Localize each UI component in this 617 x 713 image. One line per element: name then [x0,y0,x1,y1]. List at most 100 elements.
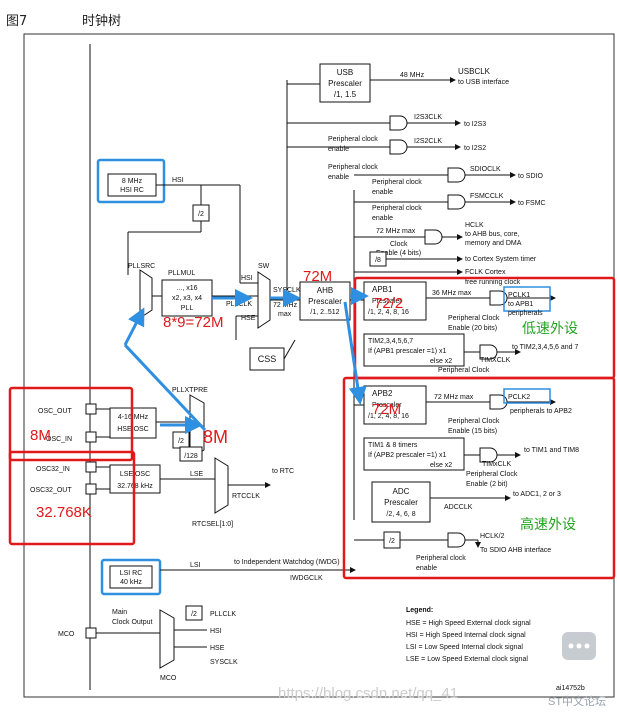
svg-text:LSE: LSE [190,471,204,478]
svg-text:APB2: APB2 [372,389,393,398]
annotation-32k: 32.768K [36,504,92,521]
svg-text:memory and DMA: memory and DMA [465,240,522,247]
svg-text:Peripheral clock: Peripheral clock [328,136,378,143]
svg-text:LSI = Low Speed Internal clock: LSI = Low Speed Internal clock signal [406,644,523,651]
lsi-highlight [100,558,162,596]
svg-text:/1, 2, 4, 8, 16: /1, 2, 4, 8, 16 [368,309,409,316]
svg-text:8 MHz: 8 MHz [122,178,143,185]
lse-red-box [8,450,136,546]
svg-text:/2: /2 [198,211,204,218]
svg-text:TIMxCLK: TIMxCLK [482,461,512,468]
svg-text:72 MHz max: 72 MHz max [376,228,416,235]
pclk2-label: PCLK2 [508,394,530,401]
svg-text:Prescaler: Prescaler [308,297,342,306]
svg-text:Prescaler: Prescaler [372,298,402,305]
svg-text:/128: /128 [184,453,198,460]
figure-ref: ai14752b [556,685,585,692]
svg-text:x2, x3, x4: x2, x3, x4 [172,295,202,302]
svg-text:APB1: APB1 [372,285,393,294]
hsi-rc: 8 MHz HSI RC [107,173,157,197]
svg-text:Legend:: Legend: [406,607,433,614]
svg-text:to FSMC: to FSMC [518,200,546,207]
legend: Legend: HSE = High Speed External clock … [406,607,531,663]
figure-number: 图7 [6,14,28,29]
pllsrc-mux [139,269,153,319]
svg-text:FSMCCLK: FSMCCLK [470,193,504,200]
div8-cortex: /8 to Cortex System timer FCLK Cortex fr… [354,251,537,286]
osc32-out-label: OSC32_OUT [30,487,72,494]
svg-text:Enable (15 bits): Enable (15 bits) [448,428,497,435]
svg-text:Clock Output: Clock Output [112,619,153,626]
usb-freq: 48 MHz [400,72,425,79]
svg-text:/8: /8 [375,257,381,264]
svg-text:enable: enable [416,565,437,572]
svg-text:TIMXCLK: TIMXCLK [480,357,511,364]
svg-text:to ADC1, 2 or 3: to ADC1, 2 or 3 [513,491,561,498]
lsi-rc: LSI RC 40 kHz [109,565,153,589]
svg-text:RTCCLK: RTCCLK [232,493,260,500]
svg-text:To SDIO AHB interface: To SDIO AHB interface [480,547,551,554]
hsi-highlight [96,158,166,204]
svg-text:/2: /2 [191,611,197,618]
svg-text:If (APB2 prescaler =1) x1: If (APB2 prescaler =1) x1 [368,452,447,459]
ahb-prescaler: AHB Prescaler /1, 2..512 [299,281,351,321]
svg-text:to AHB bus, core,: to AHB bus, core, [465,231,520,238]
svg-text:Enable (20 bits): Enable (20 bits) [448,325,497,332]
svg-text:/1, 2, 4, 8, 16: /1, 2, 4, 8, 16 [368,413,409,420]
svg-text:Clock: Clock [390,241,408,248]
svg-text:PLLCLK: PLLCLK [210,611,236,618]
svg-text:If (APB1 prescaler =1) x1: If (APB1 prescaler =1) x1 [368,348,447,355]
svg-text:max: max [278,311,292,318]
svg-text:free running clock: free running clock [465,279,521,286]
svg-text:enable: enable [372,189,393,196]
svg-text:enable: enable [328,174,349,181]
sw-mux [257,271,271,329]
usbclk-label: USBCLK [458,67,491,76]
pclk1-label: PCLK1 [508,292,530,299]
svg-text:Peripheral clock: Peripheral clock [328,164,378,171]
svg-text:to USB interface: to USB interface [458,79,509,86]
svg-text:Peripheral clock: Peripheral clock [416,555,466,562]
svg-text:Peripheral clock: Peripheral clock [372,179,422,186]
svg-text:peripherals: peripherals [508,310,543,317]
svg-text:I2S3CLK: I2S3CLK [414,114,442,121]
svg-text:Peripheral Clock: Peripheral Clock [448,418,500,425]
svg-text:Peripheral Clock: Peripheral Clock [438,367,490,374]
svg-text:to TIM1 and TIM8: to TIM1 and TIM8 [524,447,579,454]
svg-text:HSI: HSI [172,177,184,184]
svg-text:SDIOCLK: SDIOCLK [470,166,501,173]
forum-watermark-logo [562,632,596,660]
svg-text:SYSCLK: SYSCLK [273,287,301,294]
osc32-in-label: OSC32_IN [36,466,70,473]
blue-flow-arrows [123,287,369,434]
annotation-72m-apb2: 72M [372,401,401,418]
svg-text:enable: enable [372,215,393,222]
svg-text:TIM2,3,4,5,6,7: TIM2,3,4,5,6,7 [368,338,413,345]
low-speed-label: 低速外设 [522,320,578,336]
i2s-gates: I2S3CLK to I2S3 I2S2CLK to I2S2 Peripher… [287,114,486,155]
mco-mux [159,609,175,669]
tim-apb1-block [363,333,465,367]
annotation-8m-pre: 8M [203,427,228,447]
svg-text:PLLXTPRE: PLLXTPRE [172,387,208,394]
svg-text:SW: SW [258,263,270,270]
forum-watermark: ST中文论坛 [548,694,606,708]
svg-text:enable: enable [328,146,349,153]
annotation-8x9: 8*9=72M [163,314,223,331]
svg-text:Main: Main [112,609,127,616]
svg-text:FCLK Cortex: FCLK Cortex [465,269,506,276]
watermark-url: https://blog.csdn.net/qq_41 [278,685,458,702]
svg-text:HSI RC: HSI RC [120,187,144,194]
svg-text:72 MHz max: 72 MHz max [434,394,474,401]
mco-pin-label: MCO [58,631,75,638]
svg-text:/1, 2..512: /1, 2..512 [310,309,339,316]
svg-text:MCO: MCO [160,675,177,682]
svg-text:IWDGCLK: IWDGCLK [290,575,323,582]
svg-text:..., x16: ..., x16 [176,285,197,292]
svg-text:HSE = High Speed External cloc: HSE = High Speed External clock signal [406,620,531,627]
tim-apb2-block [363,437,465,471]
svg-text:to Independent Watchdog (IWDG): to Independent Watchdog (IWDG) [234,559,340,566]
svg-text:Peripheral clock: Peripheral clock [372,205,422,212]
